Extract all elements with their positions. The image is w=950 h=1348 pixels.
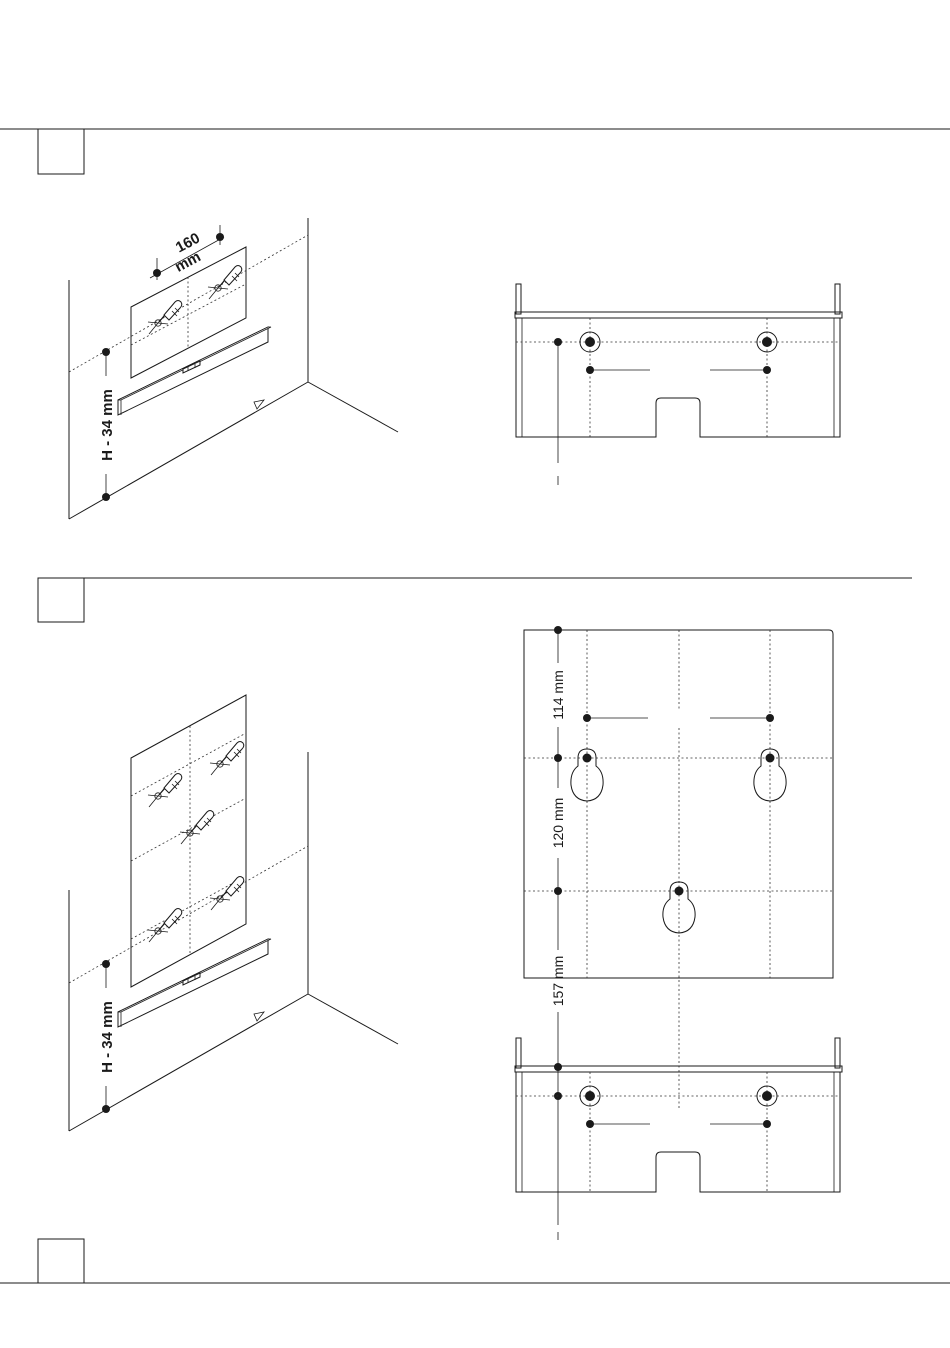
dimension-label-120: 120 mm [550,798,566,849]
vertical-dimension-chain: 114 mm 120 mm 157 mm [550,626,566,1240]
wall-iso-view: 160 mm H - 34 mm [69,218,398,519]
dimension-point [554,626,562,634]
dimension-point [102,348,110,356]
dimension-point [554,887,562,895]
dimension-point [153,269,161,277]
wall-iso-view: H - 34 mm [69,695,398,1131]
dimension-point [102,960,110,968]
screwdriver-icon [148,909,182,943]
step-number-box [38,578,84,622]
dimension-point [554,338,562,346]
drilling-template [131,695,246,987]
bracket-front-view [515,284,842,485]
bracket-front-view [515,1038,842,1192]
spirit-level-icon [118,327,271,415]
step-number-box [38,1239,84,1283]
screwdriver-icon [148,774,182,808]
dimension-point [554,1063,562,1071]
dimension-point [216,233,224,241]
screwdriver-icon [210,742,244,776]
screwdriver-icon [180,811,214,845]
screwdriver-icon [208,266,242,300]
dimension-point [102,493,110,501]
height-label: H - 34 mm [99,1001,116,1073]
height-label: H - 34 mm [99,389,116,461]
section-2: H - 34 mm [38,578,912,1240]
section-1: 160 mm H - 34 mm [0,129,950,519]
dimension-point [554,754,562,762]
dimension-label-114: 114 mm [550,670,566,720]
dimension-point [102,1105,110,1113]
section-3 [0,1239,950,1283]
device-back-panel [524,630,833,1110]
step-number-box [38,129,84,174]
screwdriver-icon [148,301,182,335]
dimension-label-157: 157 mm [550,956,566,1007]
